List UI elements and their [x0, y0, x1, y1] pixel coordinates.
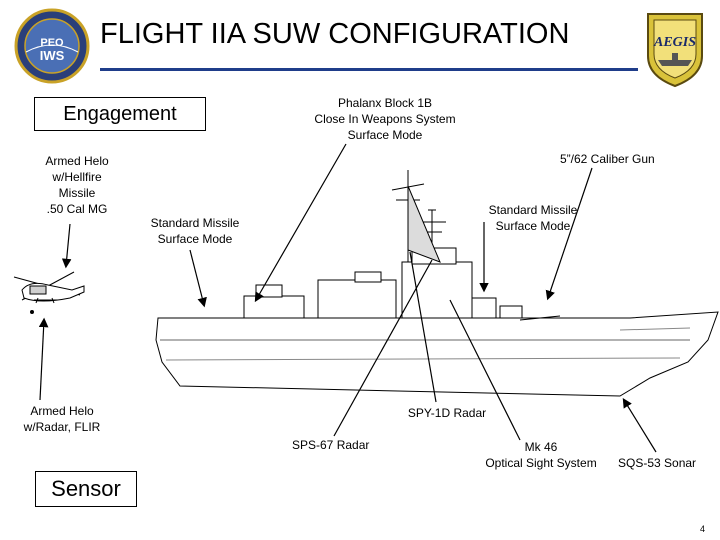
- ship-hull: [155, 311, 719, 397]
- page-title: FLIGHT IIA SUW CONFIGURATION: [100, 18, 570, 50]
- svg-text:AEGIS: AEGIS: [653, 35, 696, 50]
- radar-mast: [391, 170, 441, 263]
- standard-missile-aft-label: Standard Missile Surface Mode: [150, 216, 240, 246]
- line-mk46: [449, 299, 521, 441]
- arrow-helo-missile: [61, 223, 72, 269]
- arrow-sm-aft: [189, 249, 207, 308]
- armed-helo-radar-label: Armed Helo w/Radar, FLIR: [23, 404, 101, 434]
- arrow-sonar: [622, 397, 657, 453]
- phalanx-label: Phalanx Block 1B Close In Weapons System…: [314, 96, 456, 142]
- armed-helo-missile-label: Armed Helo w/Hellfire Missile .50 Cal MG: [45, 154, 109, 216]
- sqs-sonar-label: SQS-53 Sonar: [618, 456, 697, 470]
- peo-iws-seal-icon: PEO IWS: [14, 8, 90, 84]
- title-rule: [100, 68, 638, 71]
- gun-label: 5”/62 Caliber Gun: [560, 152, 655, 166]
- arrow-gun: [545, 167, 593, 301]
- page-number: 4: [700, 524, 706, 534]
- svg-text:PEO: PEO: [40, 37, 64, 49]
- svg-text:IWS: IWS: [40, 48, 65, 63]
- line-spy-radar: [409, 251, 437, 403]
- engagement-heading: Engagement: [34, 97, 206, 131]
- mk46-label: Mk 46 Optical Sight System: [485, 440, 597, 470]
- helicopter-icon: [13, 271, 85, 314]
- sensor-heading: Sensor: [35, 471, 137, 507]
- ship-superstructure: [243, 209, 561, 321]
- arrow-helo-radar: [38, 317, 49, 401]
- arrow-phalanx: [254, 143, 347, 303]
- spy-radar-label: SPY-1D Radar: [407, 406, 487, 420]
- sps-radar-label: SPS-67 Radar: [292, 438, 370, 452]
- line-sps-radar: [333, 259, 433, 437]
- aegis-shield-icon: AEGIS: [644, 10, 706, 88]
- standard-missile-fwd-label: Standard Missile Surface Mode: [488, 203, 578, 233]
